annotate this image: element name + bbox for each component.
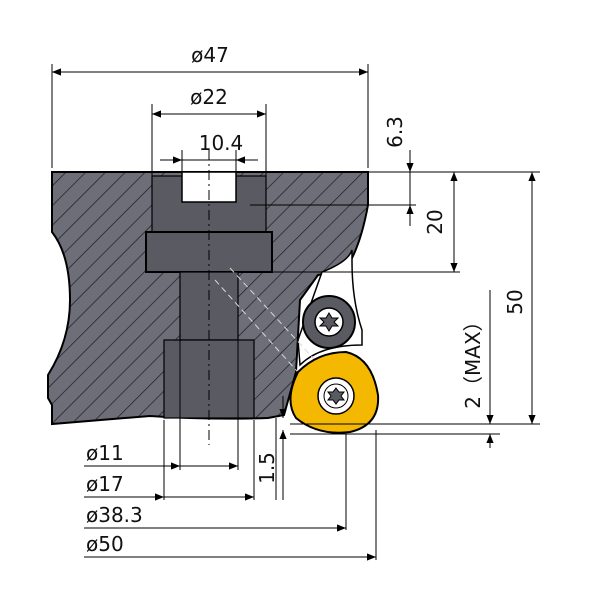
label-10-4: 10.4 <box>199 131 244 155</box>
label-d17: ø17 <box>86 472 124 496</box>
torx-screw-icon <box>327 387 345 405</box>
extension-lines <box>51 64 540 560</box>
cutting-insert <box>289 350 380 434</box>
dimension-labels: ø47 ø22 10.4 6.3 20 50 2（MAX） 1.5 ø11 ø1… <box>86 43 527 556</box>
label-d38-3: ø38.3 <box>86 503 143 527</box>
label-d11: ø11 <box>86 441 124 465</box>
torx-screw-icon <box>318 312 340 332</box>
label-50: 50 <box>503 289 527 314</box>
label-1-5: 1.5 <box>255 452 279 484</box>
label-6-3: 6.3 <box>383 116 407 148</box>
arbor-bore <box>145 150 316 445</box>
label-d50: ø50 <box>86 532 124 556</box>
label-20: 20 <box>423 209 447 234</box>
label-d22: ø22 <box>190 85 228 109</box>
label-2-max: 2（MAX） <box>461 311 485 408</box>
coolant-hole-line-1 <box>214 279 306 381</box>
label-d47: ø47 <box>191 43 229 67</box>
dimension-lines <box>52 68 536 561</box>
clamp-screw <box>302 295 356 349</box>
coolant-hole-line-2 <box>229 267 316 361</box>
